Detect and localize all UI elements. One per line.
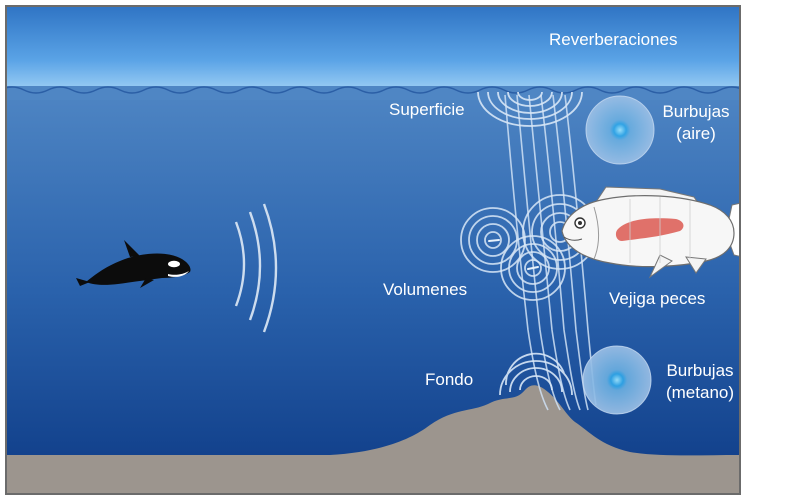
fish-icon [561, 186, 740, 279]
label-volumenes: Volumenes [383, 280, 468, 299]
label-reverberaciones: Reverberaciones [549, 30, 678, 49]
sky [6, 6, 740, 96]
sonar-wave-arcs [234, 203, 278, 333]
label-fondo: Fondo [425, 370, 474, 389]
orca-icon [76, 240, 191, 288]
label-burbujas-metano-line1: Burbujas [666, 361, 734, 380]
label-burbujas-aire-line2: (aire) [676, 124, 716, 143]
methane-bubble-icon [582, 345, 652, 415]
air-bubble-icon [585, 95, 655, 165]
surface-reverberation-arcs [477, 91, 583, 127]
label-burbujas-aire-line1: Burbujas [662, 102, 730, 121]
volume-scatter-ripples-left [460, 207, 526, 273]
label-burbujas-aire: Burbujas (aire) [656, 101, 736, 145]
label-vejiga-peces: Vejiga peces [609, 289, 706, 308]
label-burbujas-metano-line2: (metano) [665, 383, 735, 402]
bottom-scatter-ripples [499, 352, 573, 396]
label-superficie: Superficie [389, 100, 465, 119]
volume-scatter-dashes [488, 239, 539, 270]
seabed [6, 385, 740, 494]
label-burbujas-metano: Burbujas (metano) [656, 360, 744, 404]
diagram-frame [5, 5, 741, 495]
